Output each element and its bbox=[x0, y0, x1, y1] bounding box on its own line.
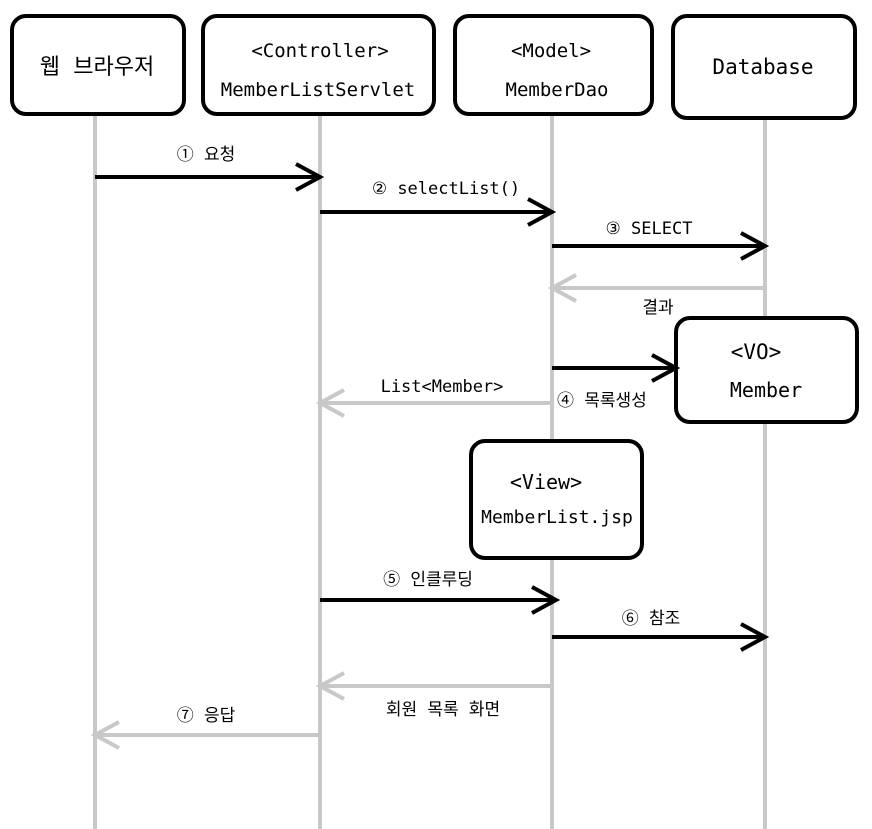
vo-stereotype: <VO> bbox=[731, 340, 782, 364]
return-3-result: 결과 bbox=[547, 273, 765, 318]
message-2-label: ② selectList() bbox=[372, 179, 520, 199]
message-3-select: ③ SELECT bbox=[552, 219, 770, 261]
participant-model: <Model> MemberDao bbox=[453, 14, 654, 116]
participant-database: Database bbox=[671, 14, 857, 120]
participant-view: <View> MemberList.jsp bbox=[469, 439, 644, 560]
view-name: MemberList.jsp bbox=[481, 507, 633, 528]
model-stereotype: <Model> bbox=[511, 40, 591, 62]
return-6-label: 회원 목록 화면 bbox=[386, 700, 500, 720]
message-5-include: ⑤ 인클루딩 bbox=[320, 570, 561, 615]
database-title: Database bbox=[712, 55, 813, 79]
vo-name: Member bbox=[730, 378, 802, 402]
message-7-response: ⑦ 응답 bbox=[90, 706, 320, 750]
participant-controller: <Controller> MemberListServlet bbox=[201, 14, 436, 116]
message-1-request: ① 요청 bbox=[95, 145, 325, 192]
controller-stereotype: <Controller> bbox=[251, 40, 388, 62]
message-7-label: ⑦ 응답 bbox=[177, 706, 236, 726]
participant-vo: <VO> Member bbox=[674, 316, 859, 424]
message-3-label: ③ SELECT bbox=[606, 219, 693, 239]
view-stereotype: <View> bbox=[510, 470, 582, 494]
model-name: MemberDao bbox=[506, 79, 609, 101]
message-6-label: ⑥ 참조 bbox=[622, 609, 681, 629]
controller-name: MemberListServlet bbox=[221, 79, 415, 101]
return-4-label: List<Member> bbox=[381, 377, 504, 397]
return-6-screen: 회원 목록 화면 bbox=[315, 671, 552, 720]
message-6-reference: ⑥ 참조 bbox=[552, 609, 770, 652]
message-1-label: ① 요청 bbox=[177, 145, 236, 165]
return-4-list: List<Member> bbox=[315, 377, 552, 418]
message-5-label: ⑤ 인클루딩 bbox=[383, 570, 473, 590]
message-4-create-list: ④ 목록생성 bbox=[552, 353, 681, 411]
return-3-label: 결과 bbox=[642, 298, 674, 318]
participant-browser-title: 웹 브라우저 bbox=[40, 55, 154, 80]
participant-browser: 웹 브라우저 bbox=[10, 14, 186, 116]
message-4-label: ④ 목록생성 bbox=[557, 391, 647, 411]
message-2-selectlist: ② selectList() bbox=[320, 179, 557, 227]
